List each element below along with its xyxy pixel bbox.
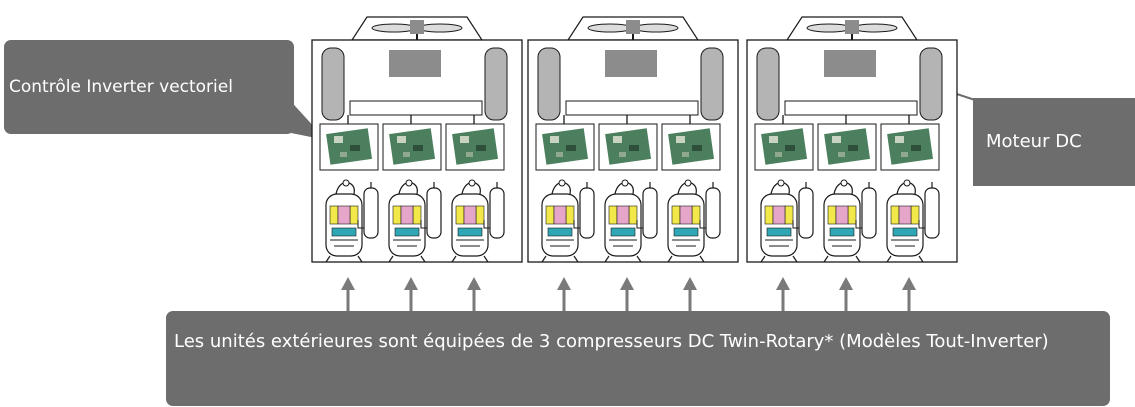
inverter-board-icon: [661, 123, 721, 171]
arrow-up-icon: [557, 277, 571, 311]
dc-fan-motor-icon: [389, 50, 441, 77]
compressors-callout: Les unités extérieures sont équipées de …: [166, 311, 1110, 406]
outdoor-unit: [746, 16, 958, 263]
outdoor-unit: [311, 16, 523, 263]
fan-icon: [566, 16, 700, 50]
compressor-icon: [667, 179, 721, 263]
arrow-up-icon: [776, 277, 790, 311]
heat-exchanger-coil-icon: [321, 47, 345, 121]
control-bus: [565, 100, 699, 116]
compressor-icon: [325, 179, 379, 263]
inverter-board-icon: [880, 123, 940, 171]
arrow-up-icon: [467, 277, 481, 311]
compressor-icon: [604, 179, 658, 263]
heat-exchanger-coil-icon: [484, 47, 508, 121]
arrow-up-icon: [902, 277, 916, 311]
inverter-board-icon: [445, 123, 505, 171]
compressor-icon: [823, 179, 877, 263]
heat-exchanger-coil-icon: [537, 47, 561, 121]
compressor-icon: [388, 179, 442, 263]
heat-exchanger-coil-icon: [756, 47, 780, 121]
arrow-up-icon: [341, 277, 355, 311]
arrow-up-icon: [839, 277, 853, 311]
control-bus: [349, 100, 483, 116]
outdoor-unit: [527, 16, 739, 263]
compressor-icon: [886, 179, 940, 263]
dc-fan-motor-icon: [605, 50, 657, 77]
arrow-up-icon: [404, 277, 418, 311]
arrow-up-icon: [683, 277, 697, 311]
dc-fan-motor-icon: [824, 50, 876, 77]
compressor-icon: [451, 179, 505, 263]
inverter-board-icon: [382, 123, 442, 171]
heat-exchanger-coil-icon: [919, 47, 943, 121]
inverter-board-icon: [319, 123, 379, 171]
inverter-board-icon: [535, 123, 595, 171]
inverter-board-icon: [817, 123, 877, 171]
arrow-up-icon: [620, 277, 634, 311]
compressor-icon: [541, 179, 595, 263]
dc-motor-callout: Moteur DC: [973, 98, 1135, 186]
heat-exchanger-coil-icon: [700, 47, 724, 121]
inverter-board-icon: [598, 123, 658, 171]
control-bus: [784, 100, 918, 116]
compressor-icon: [760, 179, 814, 263]
inverter-control-callout: Contrôle Inverter vectoriel: [4, 40, 294, 134]
inverter-board-icon: [754, 123, 814, 171]
